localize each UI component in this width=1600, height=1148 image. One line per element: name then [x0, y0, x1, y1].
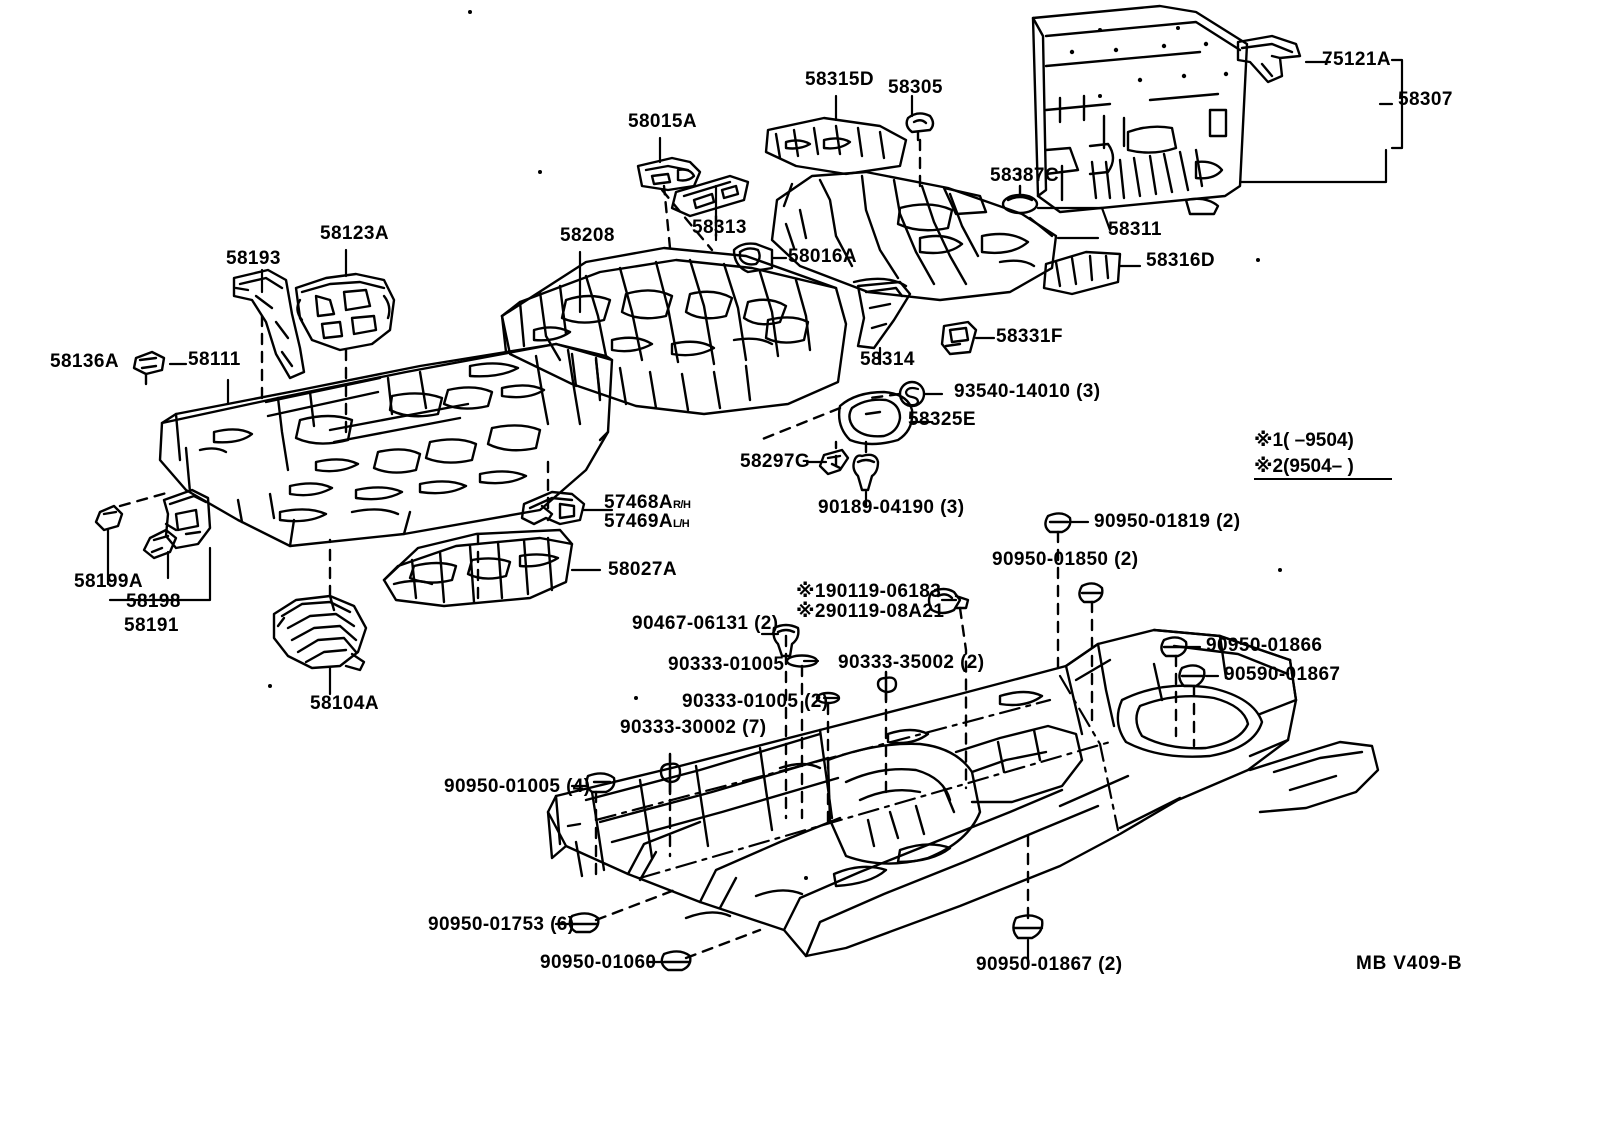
label-58307: 58307 — [1398, 89, 1453, 110]
part-75121A-bracket — [1236, 34, 1302, 84]
label-90333-01005-b: 90333-01005 (2) — [682, 691, 829, 712]
sheet-code: MB V409-B — [1356, 953, 1463, 974]
label-90950-01005: 90950-01005 (4) — [444, 776, 591, 797]
part-58331F-bracket — [940, 320, 978, 356]
label-90119-08A21: ※290119-08A21 — [796, 602, 944, 622]
label-58136A: 58136A — [50, 351, 119, 372]
label-90333-30002: 90333-30002 (7) — [620, 717, 767, 738]
label-75121A: 75121A — [1322, 49, 1391, 70]
note-underline — [1254, 478, 1392, 480]
label-58123A: 58123A — [320, 223, 389, 244]
part-58325E-cover — [837, 390, 914, 446]
label-90333-35002: 90333-35002 (2) — [838, 652, 985, 673]
label-58104A: 58104A — [310, 693, 379, 714]
label-58193: 58193 — [226, 248, 281, 269]
label-58191: 58191 — [124, 615, 179, 636]
label-90950-01850: 90950-01850 (2) — [992, 549, 1139, 570]
label-90467-06131: 90467-06131 (2) — [632, 613, 779, 634]
part-58314-bracket — [856, 280, 912, 350]
label-58111: 58111 — [188, 349, 241, 370]
label-57468A-suffix: R/H — [672, 499, 691, 511]
label-90950-01866: 90950-01866 — [1206, 635, 1323, 656]
part-58191-assembly — [94, 488, 212, 560]
part-58136A-clip — [132, 350, 166, 376]
part-58305-clip — [905, 112, 935, 142]
label-58325E: 58325E — [908, 409, 976, 430]
label-58208: 58208 — [560, 225, 615, 246]
leader-lines — [106, 58, 1404, 964]
note-mark-2: ※2 — [796, 601, 826, 622]
label-90333-01005-a: 90333-01005 — [668, 654, 785, 675]
note-row-1: ※1( –9504) — [1254, 428, 1354, 454]
part-58015A-bracket — [636, 156, 702, 192]
part-58208-dash-panel — [500, 246, 848, 416]
label-90950-01753: 90950-01753 (6) — [428, 914, 575, 935]
label-58305: 58305 — [888, 77, 943, 98]
label-58198: 58198 — [126, 591, 181, 612]
label-58027A: 58027A — [608, 559, 677, 580]
label-90119-08A21-number: 90119-08A21 — [825, 601, 945, 622]
label-57469A: 57469AL/H — [604, 511, 690, 532]
part-58307-rear-panel — [1031, 4, 1249, 216]
note-2-text: (9504– ) — [1283, 455, 1354, 477]
part-58104A-bracket — [272, 594, 368, 672]
label-58199A: 58199A — [74, 571, 143, 592]
production-date-notes: ※1( –9504) ※2(9504– ) — [1254, 428, 1354, 479]
label-90950-01867: 90950-01867 (2) — [976, 954, 1123, 975]
label-58313: 58313 — [692, 217, 747, 238]
label-57468A-number: 57468A — [604, 492, 673, 513]
label-58316D: 58316D — [1146, 250, 1215, 271]
label-58387C: 58387C — [990, 165, 1059, 186]
label-93540-14010: 93540-14010 (3) — [954, 381, 1101, 402]
label-57469A-number: 57469A — [604, 511, 673, 532]
label-58015A: 58015A — [628, 111, 697, 132]
label-90189-04190: 90189-04190 (3) — [818, 497, 965, 518]
label-90590-01867: 90590-01867 — [1224, 664, 1341, 685]
part-57468A-bracket — [520, 490, 586, 526]
part-93540-screw-symbol — [898, 380, 926, 408]
center-lines — [594, 674, 1120, 880]
part-58123A-bracket — [294, 272, 396, 352]
label-90950-01819: 90950-01819 (2) — [1094, 511, 1241, 532]
note-1-text: ( –9504) — [1283, 430, 1354, 451]
scan-artifacts — [268, 10, 1282, 880]
assembly-dashed-lines — [118, 138, 1196, 960]
part-floor-pan-lower — [546, 628, 1380, 958]
label-58016A: 58016A — [788, 246, 857, 267]
label-58314: 58314 — [860, 349, 915, 370]
label-90119-06183-number: 90119-06183 — [825, 581, 942, 602]
label-58315D: 58315D — [805, 69, 874, 90]
part-58313-bracket — [670, 174, 750, 218]
part-58387C-grommet — [1001, 193, 1039, 215]
label-90950-01060: 90950-01060 — [540, 952, 657, 973]
label-58311: 58311 — [1108, 219, 1162, 240]
part-58311-rear-floor-pan — [764, 116, 1058, 302]
note-row-2: ※2(9504– ) — [1254, 454, 1354, 480]
note-mark-1: ※1 — [796, 581, 826, 602]
label-58297G: 58297G — [740, 451, 811, 472]
part-58193-bracket — [232, 268, 306, 380]
label-58331F: 58331F — [996, 326, 1063, 347]
part-58027A-member — [382, 528, 574, 608]
part-58111-front-floor-pan — [158, 342, 614, 548]
part-58316D-panel — [1042, 250, 1122, 296]
part-90189-grommet — [852, 453, 880, 492]
label-57469A-suffix: L/H — [672, 518, 690, 530]
note-1-mark: ※1 — [1254, 430, 1284, 451]
label-57468A: 57468AR/H — [604, 492, 691, 513]
label-90119-06183: ※190119-06183 — [796, 582, 941, 602]
note-2-mark: ※2 — [1254, 455, 1284, 477]
